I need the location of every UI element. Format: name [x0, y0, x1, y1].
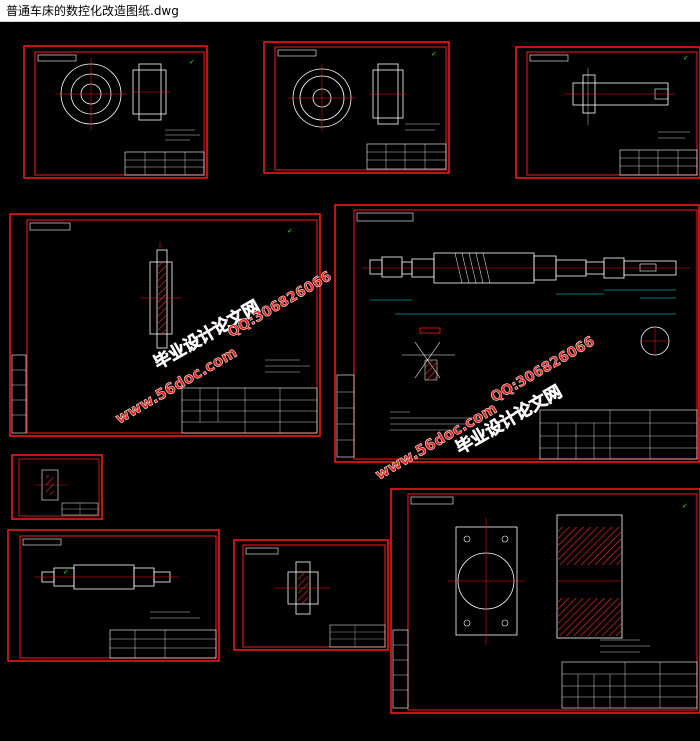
svg-text:✓: ✓	[287, 227, 293, 235]
svg-text:✓: ✓	[189, 58, 195, 66]
svg-text:✓: ✓	[63, 568, 69, 576]
window-title: 普通车床的数控化改造图纸.dwg	[6, 4, 179, 18]
drawing-sheet-flange[interactable]: ✓	[23, 45, 208, 179]
drawing-sheet-base-plate[interactable]: ✓	[390, 488, 700, 714]
svg-text:✓: ✓	[431, 50, 437, 58]
window-titlebar: 普通车床的数控化改造图纸.dwg	[0, 0, 700, 22]
drawing-sheet-sleeve[interactable]: ✓	[515, 46, 700, 179]
drawing-sheet-shaft[interactable]: ✓	[7, 529, 220, 662]
drawing-sheet-gear[interactable]: ✓	[263, 41, 450, 174]
svg-text:✓: ✓	[683, 54, 689, 62]
drawing-sheet-lead-screw[interactable]	[334, 204, 700, 463]
drawing-sheet-gear-section[interactable]: ✓	[9, 213, 321, 437]
drawing-sheet-small-part[interactable]	[11, 454, 103, 520]
drawing-sheet-hub[interactable]	[233, 539, 389, 651]
svg-text:✓: ✓	[682, 502, 688, 510]
drawing-canvas[interactable]: ✓ ✓	[0, 22, 700, 737]
